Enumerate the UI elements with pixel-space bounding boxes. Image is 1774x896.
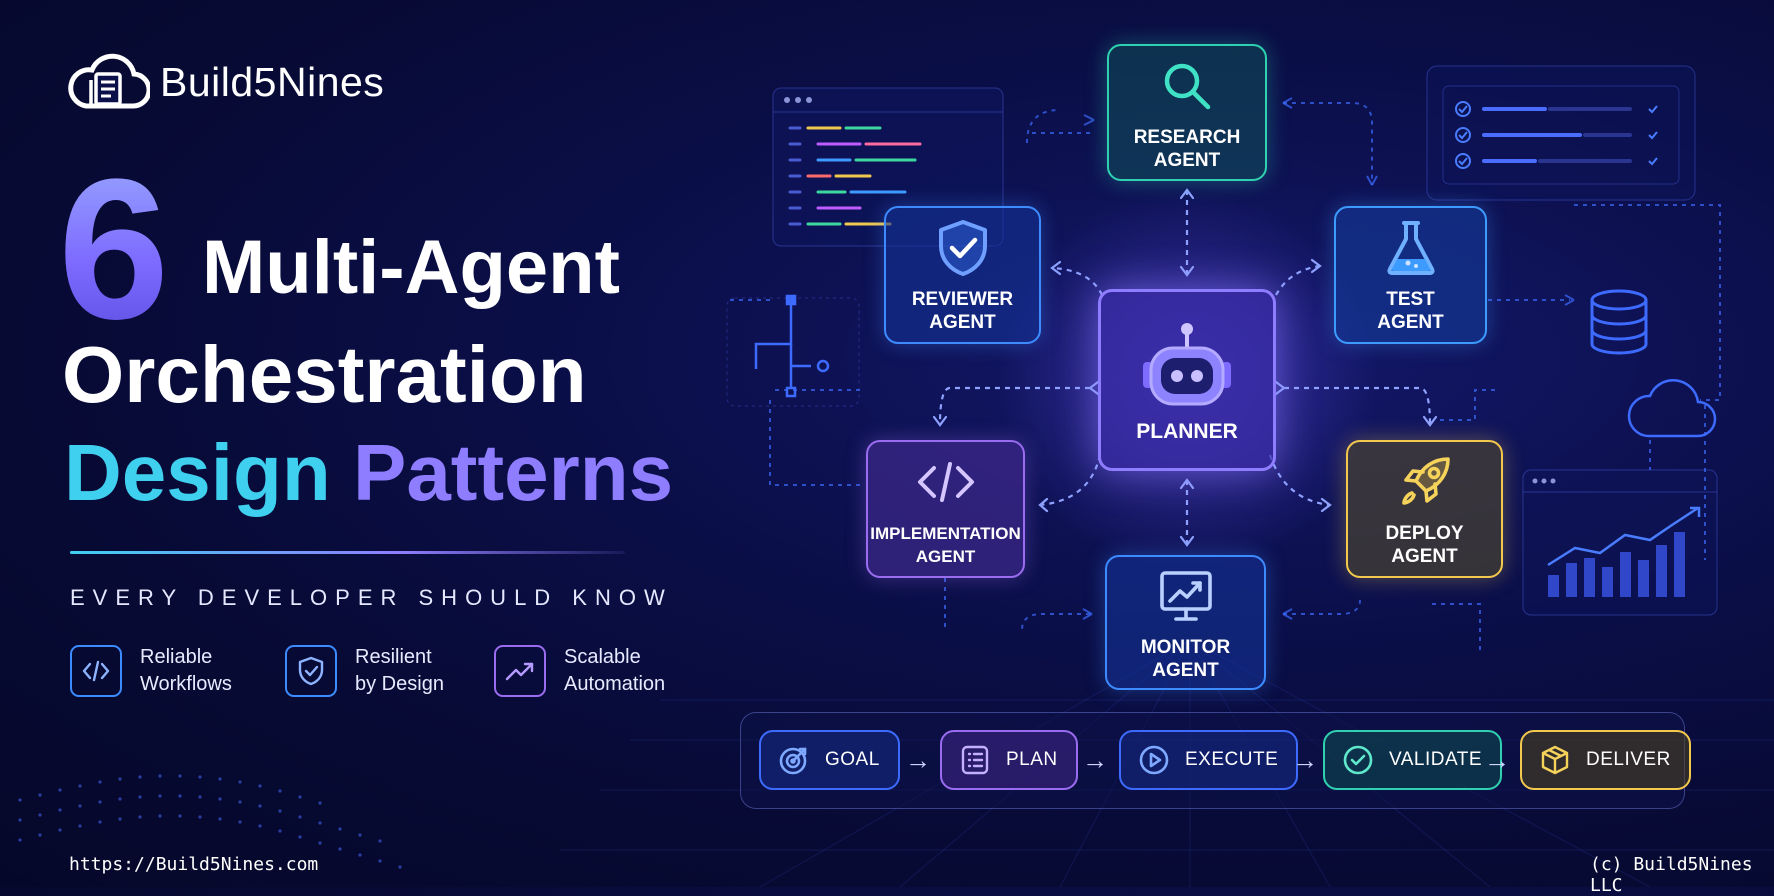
title-design-word: Design: [64, 428, 331, 517]
title-line-2: Orchestration: [62, 330, 587, 419]
monitor-chart-icon: [1154, 564, 1218, 628]
title-line-1: Multi-Agent: [202, 225, 620, 310]
pipeline-step-label: DELIVER: [1586, 749, 1671, 770]
footer-copyright: (c) Build5Nines LLC: [1590, 854, 1753, 896]
title-patterns-word: Patterns: [352, 428, 674, 517]
pipeline-step-label: VALIDATE: [1389, 749, 1483, 770]
pipeline-arrow: →: [1082, 745, 1108, 775]
title-divider: [70, 551, 625, 554]
pipeline-arrow: →: [1484, 745, 1510, 775]
pipeline-step-label: EXECUTE: [1185, 749, 1279, 770]
pipeline-step-deliver[interactable]: DELIVER: [1520, 730, 1691, 790]
pipeline-step-goal[interactable]: GOAL: [759, 730, 900, 790]
pipeline-step-validate[interactable]: VALIDATE: [1323, 730, 1503, 790]
robot-icon: [1137, 318, 1237, 414]
cloud-document-icon: [68, 53, 150, 109]
code-icon: [914, 450, 978, 514]
flow-decoration: [726, 294, 860, 407]
cloud-icon: [1627, 379, 1717, 438]
subtitle: EVERY DEVELOPER SHOULD KNOW: [70, 585, 673, 610]
checklist-decoration: [1426, 65, 1696, 201]
brand-name: Build5Nines: [160, 58, 385, 105]
package-icon: [1538, 743, 1572, 777]
footer-url[interactable]: https://Build5Nines.com: [69, 854, 319, 875]
pipeline-arrow: →: [1292, 745, 1318, 775]
flask-icon: [1379, 216, 1443, 280]
pipeline-step-label: PLAN: [1006, 749, 1058, 770]
title-line-3: Design Patterns: [64, 433, 673, 513]
pipeline-step-label: GOAL: [825, 749, 880, 770]
shield-check-icon: [931, 216, 995, 280]
pipeline-step-execute[interactable]: EXECUTE: [1119, 730, 1299, 790]
shield-icon: [285, 645, 337, 697]
target-icon: [777, 743, 811, 777]
database-icon: [1590, 289, 1648, 355]
play-icon: [1137, 743, 1171, 777]
magnifier-icon: [1155, 54, 1219, 118]
title-number: 6: [58, 138, 170, 361]
bar-chart-decoration: [1522, 469, 1718, 616]
brand-logo: Build5Nines: [66, 52, 384, 112]
check-circle-icon: [1341, 743, 1375, 777]
trend-up-icon: [494, 645, 546, 697]
pipeline-step-plan[interactable]: PLAN: [940, 730, 1078, 790]
list-icon: [958, 743, 992, 777]
pipeline-arrow: →: [905, 745, 931, 775]
planner-node[interactable]: PLANNER: [1098, 289, 1276, 471]
code-icon: [70, 645, 122, 697]
rocket-icon: [1393, 450, 1457, 514]
agent-label: PLANNER: [1136, 419, 1238, 443]
